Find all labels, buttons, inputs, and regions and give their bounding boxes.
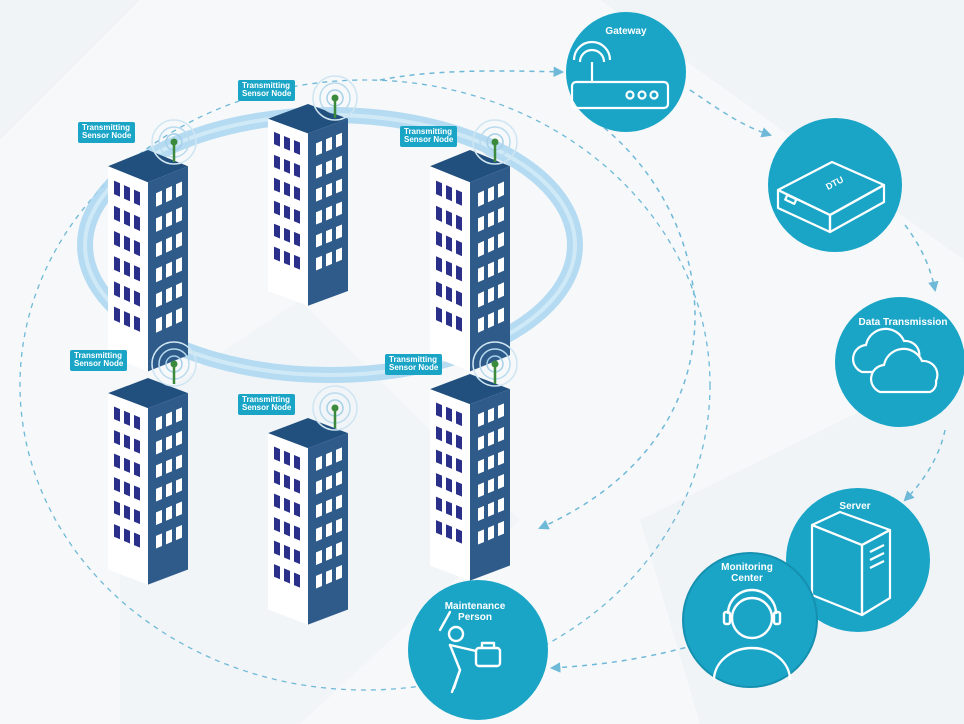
dtu-circle bbox=[768, 118, 902, 252]
maintenance-person-circle bbox=[408, 580, 548, 720]
network-boundary-ellipse bbox=[19, 79, 711, 691]
sensor-node-label: Transmitting Sensor Node bbox=[238, 80, 296, 101]
worker-icon bbox=[438, 610, 502, 694]
antenna-icon bbox=[471, 118, 519, 166]
server-label: Server bbox=[839, 501, 871, 512]
antenna-icon bbox=[311, 74, 359, 122]
monitoring-center-label: Monitoring Center bbox=[721, 562, 773, 584]
arrow-gateway-to-dtu bbox=[689, 89, 772, 138]
antenna-icon bbox=[150, 118, 198, 166]
arrow-to-gateway bbox=[379, 66, 565, 81]
data-transmission-label: Data Transmission bbox=[858, 317, 948, 328]
antenna-icon bbox=[150, 340, 198, 388]
building-6 bbox=[430, 340, 519, 581]
sensor-node-label: Transmitting Sensor Node bbox=[78, 122, 136, 143]
monitoring-center-circle bbox=[682, 552, 818, 688]
maintenance-person-label: Maintenance Person bbox=[444, 601, 506, 623]
sensor-node-label: Transmitting Sensor Node bbox=[238, 394, 296, 415]
antenna-icon bbox=[311, 384, 359, 432]
server-circle bbox=[786, 488, 930, 632]
data-transmission-circle bbox=[835, 297, 964, 427]
dtu-box-icon bbox=[776, 160, 886, 234]
operator-headset-icon bbox=[712, 588, 792, 681]
sensor-node-label: Transmitting Sensor Node bbox=[70, 350, 128, 371]
sensor-node-label: Transmitting Sensor Node bbox=[385, 354, 443, 375]
arrow-center-to-maintenance bbox=[549, 644, 696, 673]
arrow-gateway-to-buildings bbox=[538, 109, 696, 530]
sensor-node-label: Transmitting Sensor Node bbox=[400, 126, 458, 147]
gateway-circle bbox=[566, 12, 686, 132]
building-1 bbox=[108, 118, 198, 372]
router-icon bbox=[570, 40, 670, 110]
cloud-icon bbox=[852, 327, 939, 394]
gateway-label: Gateway bbox=[605, 26, 647, 37]
flow-arrows bbox=[379, 66, 946, 673]
server-tower-icon bbox=[810, 510, 892, 617]
antenna-icon bbox=[471, 340, 519, 388]
arrow-cloud-to-server bbox=[903, 429, 946, 502]
